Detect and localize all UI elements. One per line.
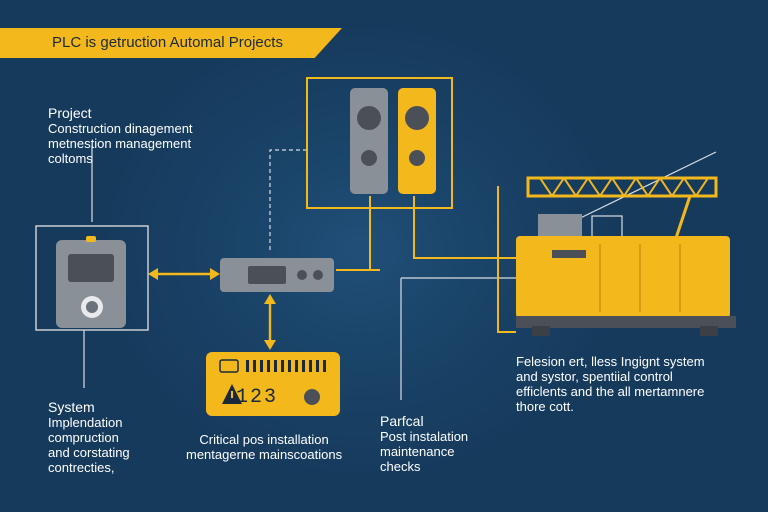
panel-knob — [304, 389, 320, 405]
left-controller-device — [35, 225, 149, 331]
banner-title: PLC is getruction Automal Projects — [52, 34, 283, 51]
arrow-up-head — [264, 294, 276, 304]
crane-cab — [538, 214, 582, 238]
feature-line: thore cott. — [516, 399, 574, 414]
critical-line: mentagerne mainscoations — [186, 447, 343, 462]
system-line: and corstating — [48, 445, 130, 460]
critical-label: Critical pos installation mentagerne mai… — [186, 432, 342, 462]
wire-b — [413, 196, 516, 259]
system-heading: System — [48, 399, 95, 415]
white-connectors — [83, 146, 516, 400]
arrow-down-head — [264, 340, 276, 350]
plc-module — [220, 258, 334, 292]
partical-line: maintenance — [380, 444, 455, 459]
plc-display — [248, 266, 286, 284]
dashed-connector — [269, 149, 310, 250]
controller-frame — [306, 77, 453, 209]
project-label: Project Construction dinagement metnesti… — [48, 105, 193, 167]
project-heading: Project — [48, 105, 92, 121]
partical-line: checks — [380, 459, 421, 474]
yellow-io-panel — [206, 352, 340, 416]
system-line: compruction — [48, 430, 119, 445]
crane-boom — [526, 176, 718, 198]
system-line: Implendation — [48, 415, 123, 430]
feature-line: Felesion ert, lless Ingignt system — [516, 354, 705, 369]
partical-label: Parfcal Post instalation maintenance che… — [380, 413, 469, 475]
project-line: coltoms — [48, 151, 93, 166]
feature-label: Felesion ert, lless Ingignt system and s… — [516, 354, 705, 414]
system-label: System Implendation compruction and cors… — [48, 399, 130, 476]
feature-line: and systor, spentiial control — [516, 369, 673, 384]
crane-truss — [539, 177, 709, 197]
wire-c — [497, 186, 516, 333]
panel-vents — [246, 360, 326, 372]
yellow-wires — [306, 77, 516, 333]
feature-line: efficlents and the all mertamnere — [516, 384, 705, 399]
crane-machine — [516, 151, 736, 336]
arrow-right-head — [210, 268, 220, 280]
left-device-indicator — [86, 236, 96, 242]
left-device-screen — [68, 254, 114, 282]
title-banner: PLC is getruction Automal Projects — [0, 28, 342, 58]
machine-base — [516, 316, 736, 328]
partical-heading: Parfcal — [380, 413, 424, 429]
yellow-control-unit — [398, 88, 436, 194]
critical-line: Critical pos installation — [199, 432, 329, 447]
machine-body — [516, 236, 730, 318]
arrow-left-head — [148, 268, 158, 280]
project-line: metnestion management — [48, 136, 192, 151]
partical-line: Post instalation — [380, 429, 469, 444]
gray-control-unit — [350, 88, 388, 194]
system-line: contrecties, — [48, 460, 115, 475]
arrows — [148, 268, 276, 350]
project-line: Construction dinagement — [48, 121, 193, 136]
panel-display-digits: 123 — [236, 386, 279, 409]
